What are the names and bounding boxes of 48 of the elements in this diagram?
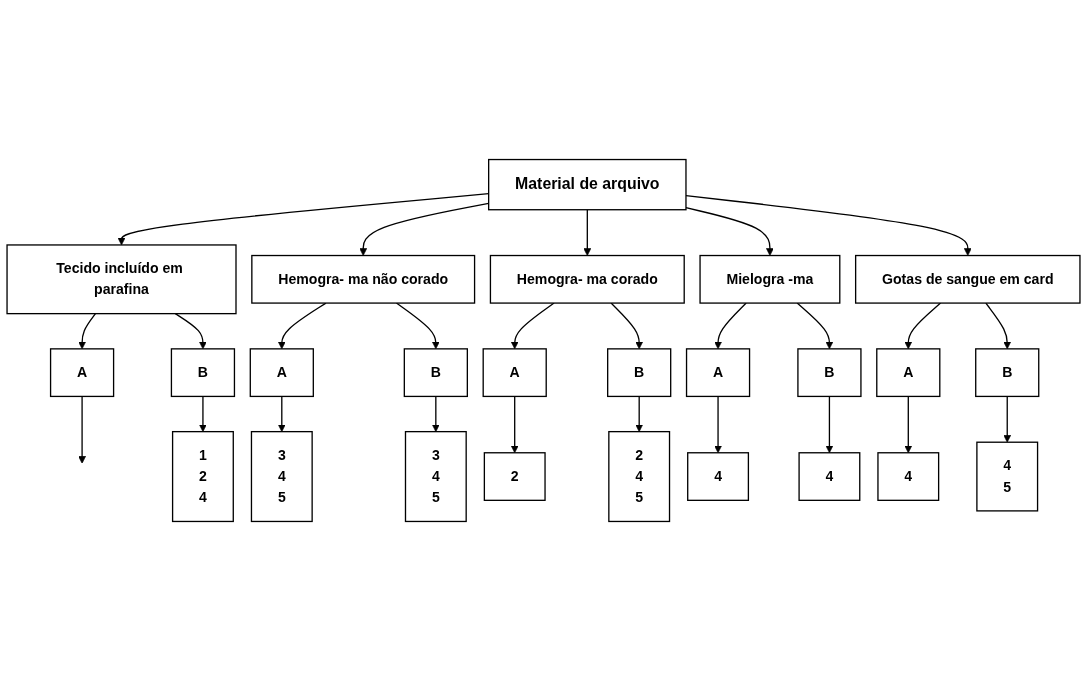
arrow	[510, 302, 555, 350]
node-box: Hemogra- ma não corado	[251, 254, 476, 304]
arrow	[685, 195, 972, 256]
node-box: B	[170, 348, 236, 398]
arrow	[78, 312, 97, 350]
node-box: Gotas de sangue em card	[855, 254, 1081, 304]
arrow	[904, 395, 913, 454]
arrow	[685, 207, 774, 256]
node-box: A	[482, 348, 547, 398]
node-box: 2 4 5	[608, 430, 671, 523]
node-box: B	[975, 348, 1040, 398]
arrow	[583, 209, 592, 256]
arrow	[635, 395, 644, 432]
node-box: 3 4 5	[404, 430, 467, 523]
arrow	[199, 395, 207, 432]
node-box: 4	[798, 452, 861, 501]
arrow	[904, 302, 942, 350]
node-box: 4	[687, 452, 750, 501]
arrow	[510, 395, 519, 454]
node-box: Hemogra- ma corado	[489, 254, 685, 304]
node-box: 4 5	[976, 441, 1039, 512]
node-box: 1 2 4	[171, 430, 234, 523]
node-box: A	[249, 348, 314, 398]
arrow	[825, 395, 834, 454]
arrow	[277, 395, 286, 432]
arrow	[714, 302, 747, 350]
node-box: B	[797, 348, 862, 398]
node-box: B	[403, 348, 468, 398]
node-box: 2	[483, 452, 546, 501]
node-box: Mielogra -ma	[699, 254, 841, 304]
node-box: 3 4 5	[250, 430, 313, 523]
node-box: B	[607, 348, 672, 398]
node-box: 4	[877, 452, 940, 501]
node-box: Material de arquivo	[488, 158, 687, 211]
arrow	[174, 312, 207, 350]
arrow	[1003, 395, 1012, 443]
arrow	[714, 395, 722, 454]
arrow	[277, 302, 327, 350]
arrow	[431, 395, 440, 432]
arrow	[985, 302, 1012, 350]
arrow	[610, 302, 644, 350]
node-box: Tecido incluído em parafina	[6, 244, 237, 315]
node-box: A	[685, 348, 751, 398]
node-box: A	[876, 348, 941, 398]
arrow	[395, 302, 440, 350]
node-box: A	[49, 348, 115, 398]
arrow	[796, 302, 834, 350]
arrow	[78, 395, 86, 464]
